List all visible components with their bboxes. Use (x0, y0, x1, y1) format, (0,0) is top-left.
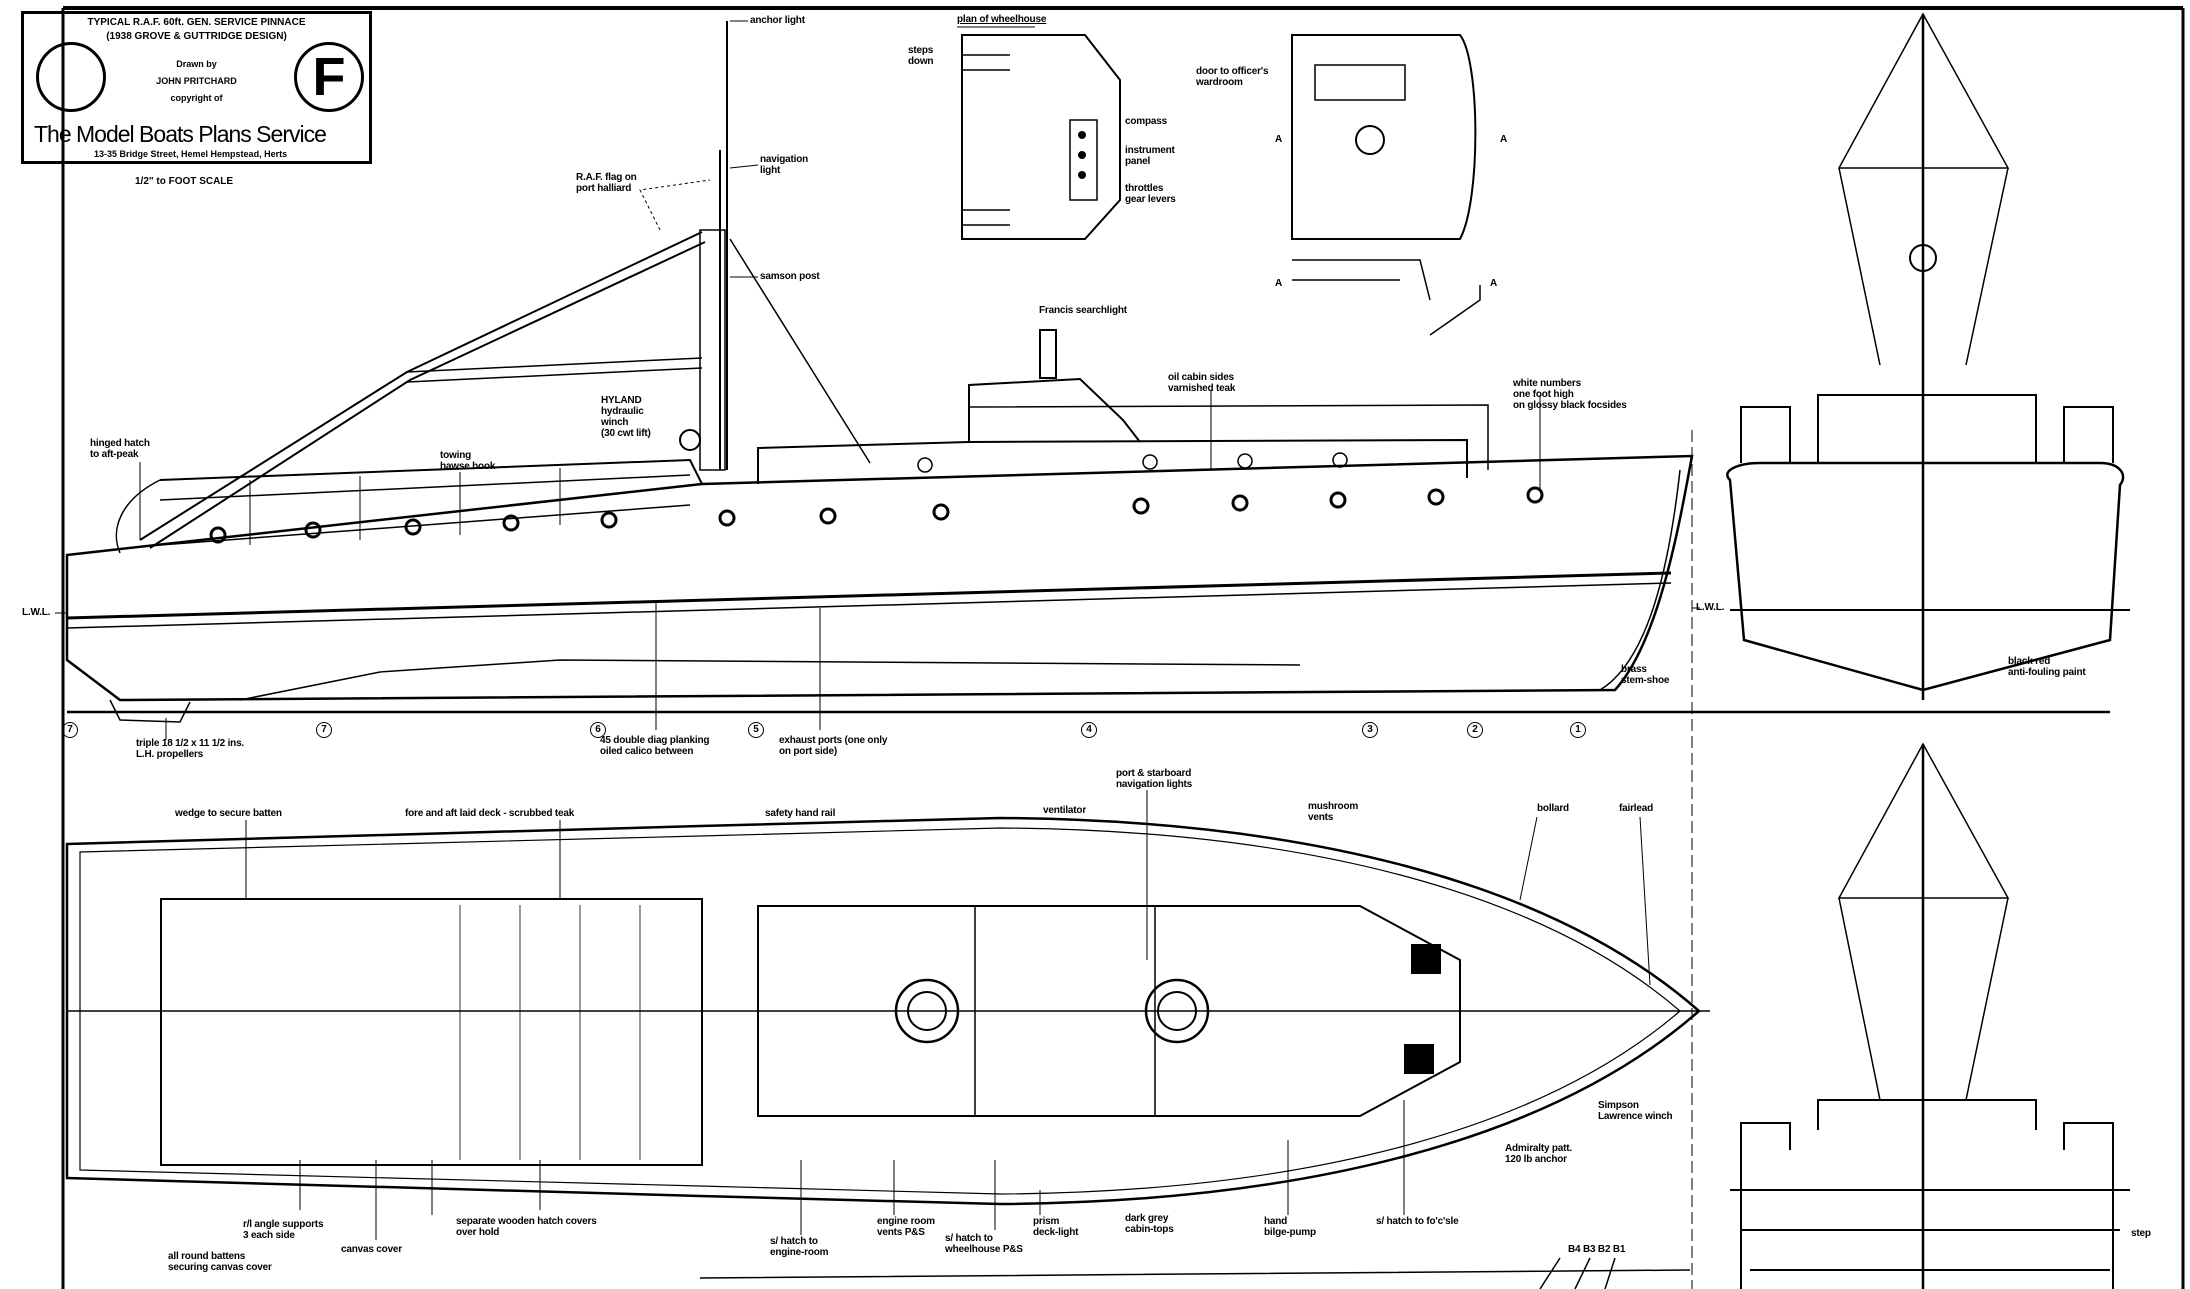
boot-top-line (66, 571, 1672, 620)
label-canvas-cover: canvas cover (341, 1244, 402, 1255)
stern-view (1730, 742, 2130, 1289)
label-hatch-focsle: s/ hatch to fo'c'sle (1376, 1216, 1459, 1227)
profile-view (55, 20, 2110, 740)
label-battens: all round battens securing canvas cover (168, 1251, 272, 1273)
label-cabin-sides: oil cabin sides varnished teak (1168, 372, 1236, 394)
lifebuoy (1144, 978, 1210, 1044)
station-marker: 1 (1570, 722, 1586, 738)
label-anchor: Admiralty patt. 120 lb anchor (1505, 1143, 1573, 1165)
drawn-by: Drawn by (176, 59, 217, 69)
label-samson-post: samson post (760, 271, 820, 282)
scale-note: 1/2" to FOOT SCALE (135, 176, 234, 187)
label-stem-shoe: brass stem-shoe (1621, 664, 1670, 686)
label-winch: Simpson Lawrence winch (1598, 1100, 1673, 1122)
hold (160, 898, 703, 1166)
label-anchor-light: anchor light (750, 15, 805, 26)
sheet-frame (61, 6, 2185, 1289)
label-engine-vents: engine room vents P&S (877, 1216, 935, 1238)
service-address: 13-35 Bridge Street, Hemel Hempstead, He… (94, 149, 288, 159)
label-hatch-engine: s/ hatch to engine-room (770, 1236, 829, 1258)
label-step: step (2131, 1228, 2151, 1239)
station-marker: 7 (62, 722, 78, 738)
label-plan-of-wheelhouse: plan of wheelhouse (957, 14, 1047, 25)
wheelhouse (968, 377, 1141, 443)
label-angle-supports: r/l angle supports 3 each side (243, 1219, 324, 1241)
cabin-top (757, 438, 1468, 484)
label-cabin-tops: dark grey cabin-tops (1125, 1213, 1174, 1235)
station-marker: 4 (1081, 722, 1097, 738)
label-navigation-light: navigation light (760, 154, 809, 176)
label-raf-flag: R.A.F. flag on port halliard (576, 172, 637, 194)
stem-shoe (1599, 469, 1681, 691)
label-lwl-fwd: L.W.L. (1696, 602, 1725, 613)
label-hatch-covers: separate wooden hatch covers over hold (456, 1216, 597, 1238)
title-block: TYPICAL R.A.F. 60ft. GEN. SERVICE PINNAC… (21, 11, 372, 164)
title-line-1: TYPICAL R.A.F. 60ft. GEN. SERVICE PINNAC… (87, 17, 306, 28)
plan-view (65, 790, 1710, 1289)
label-teak-deck: fore and aft laid deck - scrubbed teak (405, 808, 575, 819)
section-mark-a: A (1490, 278, 1498, 289)
portholes (209, 486, 1544, 544)
derrick-boom (139, 231, 706, 549)
station-marker: 6 (590, 722, 606, 738)
bow-view (1726, 12, 2130, 700)
label-searchlight: Francis searchlight (1039, 305, 1127, 316)
cabin-plan (757, 905, 1461, 1117)
author: JOHN PRITCHARD (156, 76, 237, 86)
label-anti-fouling: black red anti-fouling paint (2008, 656, 2086, 678)
label-bilge-pump: hand bilge-pump (1264, 1216, 1316, 1238)
label-nav-lights: port & starboard navigation lights (1116, 768, 1193, 790)
station-marker: 3 (1362, 722, 1378, 738)
label-hatch-wheelhouse: s/ hatch to wheelhouse P&S (945, 1233, 1023, 1255)
label-hand-rail: safety hand rail (765, 808, 836, 819)
label-bollard: bollard (1537, 803, 1569, 814)
bow-hull (1726, 461, 2125, 692)
station-marker: 7 (316, 722, 332, 738)
label-steps-down: steps down (908, 45, 934, 67)
searchlight (1039, 329, 1057, 379)
label-fairlead: fairlead (1619, 803, 1653, 814)
station-marker: 5 (748, 722, 764, 738)
section-mark-a: A (1500, 134, 1508, 145)
cabin-rail (968, 404, 1489, 470)
label-compass: compass (1125, 116, 1167, 127)
lifebuoy (894, 978, 960, 1044)
label-wardroom-door: door to officer's wardroom (1196, 66, 1269, 88)
label-wedge: wedge to secure batten (175, 808, 282, 819)
label-hyland-winch: HYLAND hydraulic winch (30 cwt lift) (601, 395, 651, 439)
station-marker: 2 (1467, 722, 1483, 738)
service-name: The Model Boats Plans Service (34, 121, 327, 147)
label-lwl-aft: L.W.L. (22, 607, 51, 618)
running-man-logo-icon (36, 42, 106, 112)
section-mark-a: A (1275, 278, 1283, 289)
label-ventilator: ventilator (1043, 805, 1087, 816)
hull-profile (65, 454, 1694, 702)
label-buttock-lines: B4 B3 B2 B1 (1568, 1244, 1626, 1255)
label-prism-light: prism deck-light (1033, 1216, 1079, 1238)
label-instrument-panel: instrument panel (1125, 145, 1175, 167)
samson-post (699, 229, 726, 471)
label-hinged-hatch: hinged hatch to aft-peak (90, 438, 150, 460)
label-white-numbers: white numbers one foot high on glossy bl… (1513, 378, 1627, 411)
label-planking: 45 double diag planking oiled calico bet… (600, 735, 710, 757)
label-mushroom-vents: mushroom vents (1308, 801, 1359, 823)
label-throttles: throttles gear levers (1125, 183, 1176, 205)
wheelhouse-details (957, 26, 1481, 336)
label-towing-hook: towing hawse hook (440, 450, 496, 472)
label-exhaust-ports: exhaust ports (one only on port side) (779, 735, 888, 757)
title-line-2: (1938 GROVE & GUTTRIDGE DESIGN) (106, 31, 287, 42)
section-mark-a: A (1275, 134, 1283, 145)
label-propellers: triple 18 1/2 x 11 1/2 ins. L.H. propell… (136, 738, 245, 760)
copyright: copyright of (170, 93, 223, 103)
plan-badge: F (294, 42, 364, 112)
keel-skeg (109, 659, 1301, 723)
